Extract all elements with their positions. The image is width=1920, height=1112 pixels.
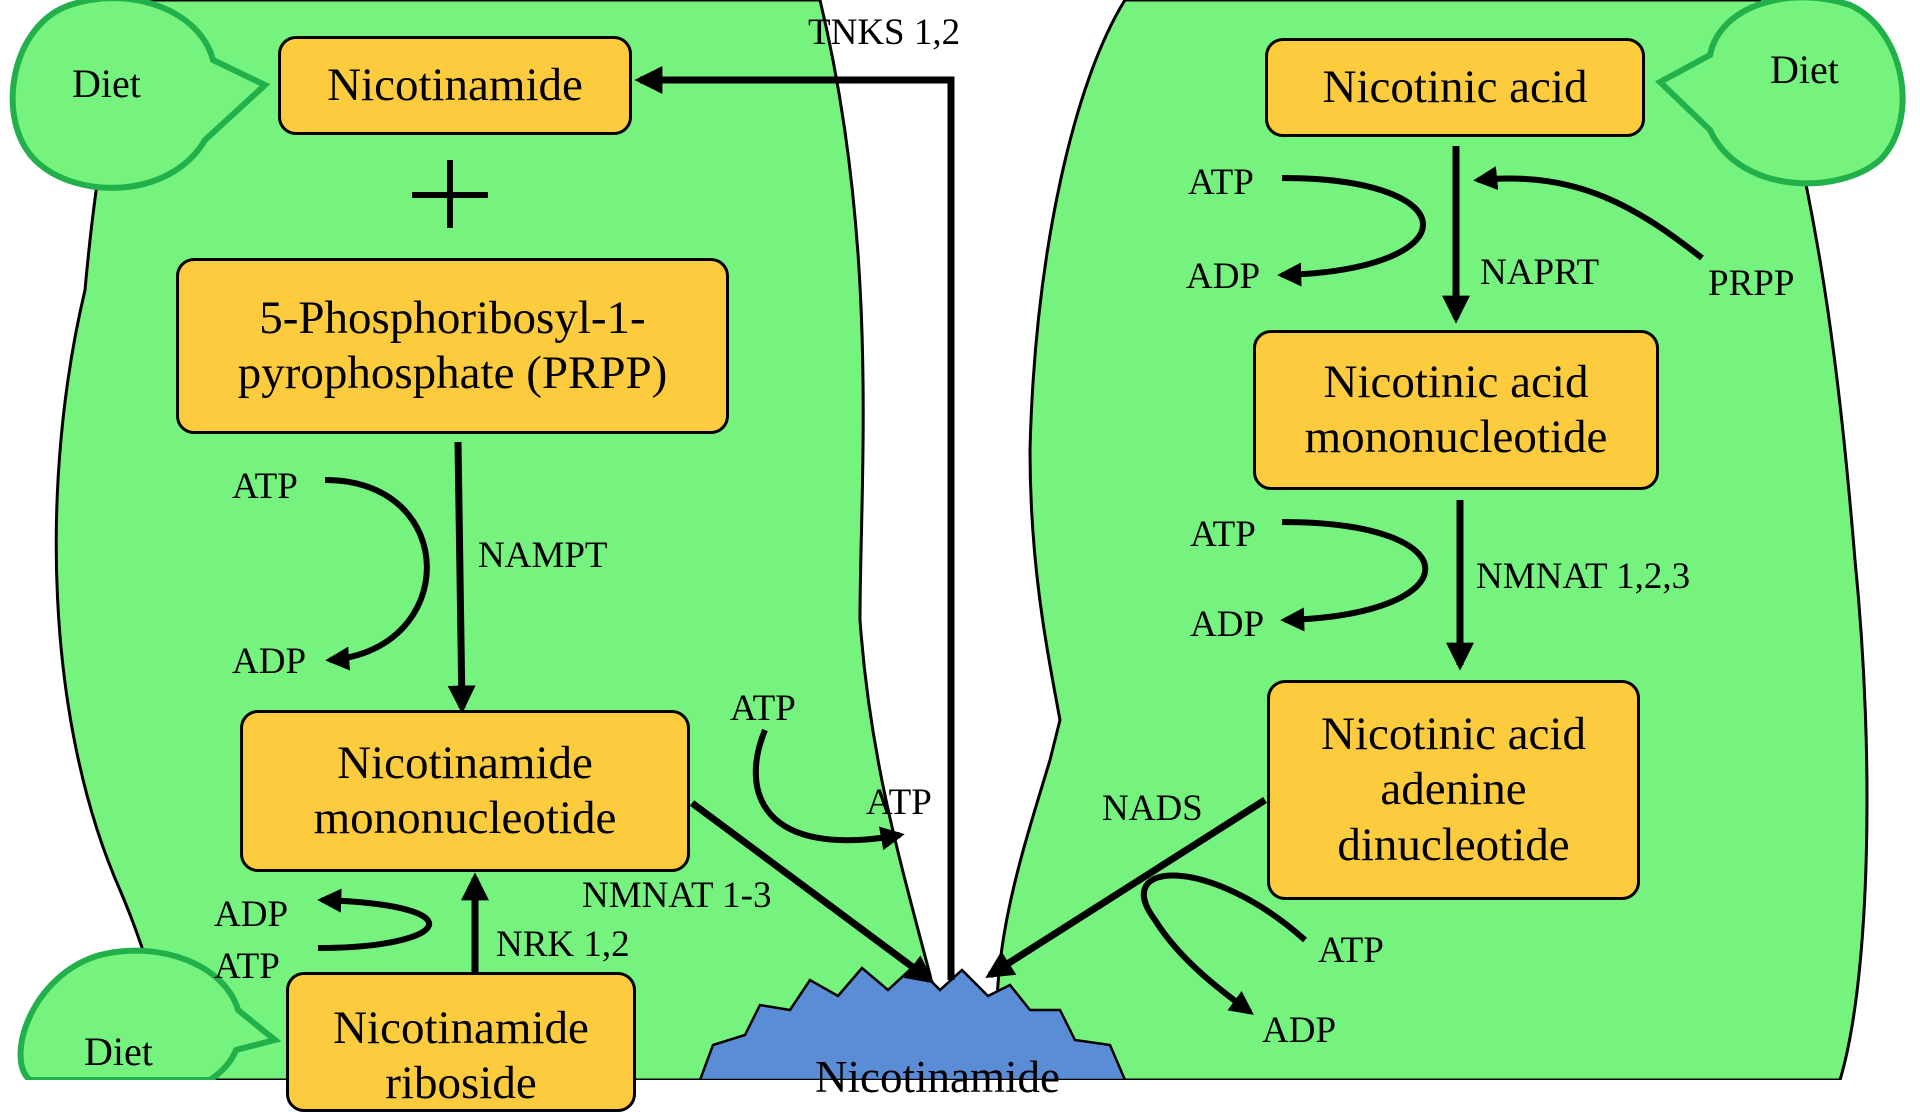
diet-bubble-bottom-left xyxy=(17,947,282,1080)
diet-bubble-top-left xyxy=(9,0,271,191)
label-nmnat-atp-in: ATP xyxy=(730,688,796,729)
nad-salvage-diagram: Nicotinamide 5-Phosphoribosyl-1- pyropho… xyxy=(9,0,1906,1112)
node-nad: Nicotinamide xyxy=(815,1052,1060,1102)
node-nicotinamide-riboside: Nicotinamide riboside xyxy=(286,972,636,1112)
label-nrk-adp: ADP xyxy=(214,894,289,935)
node-nicotinic-acid: Nicotinic acid xyxy=(1265,38,1645,137)
label-nmnat-r-adp: ADP xyxy=(1190,604,1265,645)
label-naprt-atp: ATP xyxy=(1188,162,1254,203)
label-diet-top-right: Diet xyxy=(1770,47,1839,92)
label-nmnat-atp-out: ATP xyxy=(866,782,932,823)
plus-sign xyxy=(412,160,488,228)
arrow-nrk-atp-adp xyxy=(317,888,433,951)
label-diet-top-left: Diet xyxy=(72,61,141,106)
label-nads-adp: ADP xyxy=(1262,1010,1337,1051)
label-nmnat-r-atp: ATP xyxy=(1190,514,1256,555)
label-naprt-adp: ADP xyxy=(1186,256,1261,297)
node-prpp: 5-Phosphoribosyl-1- pyrophosphate (PRPP) xyxy=(176,258,729,434)
arrow-nampt xyxy=(447,441,476,714)
label-nrk-atp: ATP xyxy=(214,946,280,987)
label-nampt: NAMPT xyxy=(478,535,608,576)
arrow-nads-atp-adp xyxy=(1140,872,1307,1015)
label-nads-atp: ATP xyxy=(1318,930,1384,971)
arrow-nads xyxy=(985,797,1267,979)
node-nicotinic-acid-mononucleotide: Nicotinic acid mononucleotide xyxy=(1253,330,1659,490)
label-nampt-atp: ATP xyxy=(232,466,298,507)
label-nmnat-1-3: NMNAT 1-3 xyxy=(582,875,772,916)
label-nmnat-123: NMNAT 1,2,3 xyxy=(1476,556,1691,597)
label-nrk: NRK 1,2 xyxy=(496,924,630,965)
arrow-nampt-atp-adp xyxy=(324,477,430,671)
label-nads: NADS xyxy=(1102,788,1203,829)
node-nicotinamide: Nicotinamide xyxy=(278,36,632,135)
right-compartment xyxy=(994,0,1869,1080)
arrow-nmnat-123-atp-adp xyxy=(1280,519,1429,632)
label-diet-bottom-left: Diet xyxy=(84,1029,153,1074)
arrow-nmnat-1-3 xyxy=(689,800,935,984)
label-tnks: TNKS 1,2 xyxy=(808,12,961,53)
arrow-naprt-prpp xyxy=(1473,166,1704,261)
node-nicotinic-acid-adenine-dinucleotide: Nicotinic acid adenine dinucleotide xyxy=(1267,680,1640,900)
label-naprt: NAPRT xyxy=(1480,252,1600,293)
arrow-naprt-atp-adp xyxy=(1277,175,1426,287)
label-prpp: PRPP xyxy=(1708,263,1795,304)
arrow-nmnat-atp xyxy=(752,728,905,851)
diet-bubble-top-right xyxy=(1654,0,1906,187)
arrow-tnks xyxy=(634,66,955,980)
node-nicotinamide-mononucleotide: Nicotinamide mononucleotide xyxy=(240,710,690,872)
label-nampt-adp: ADP xyxy=(232,641,307,682)
